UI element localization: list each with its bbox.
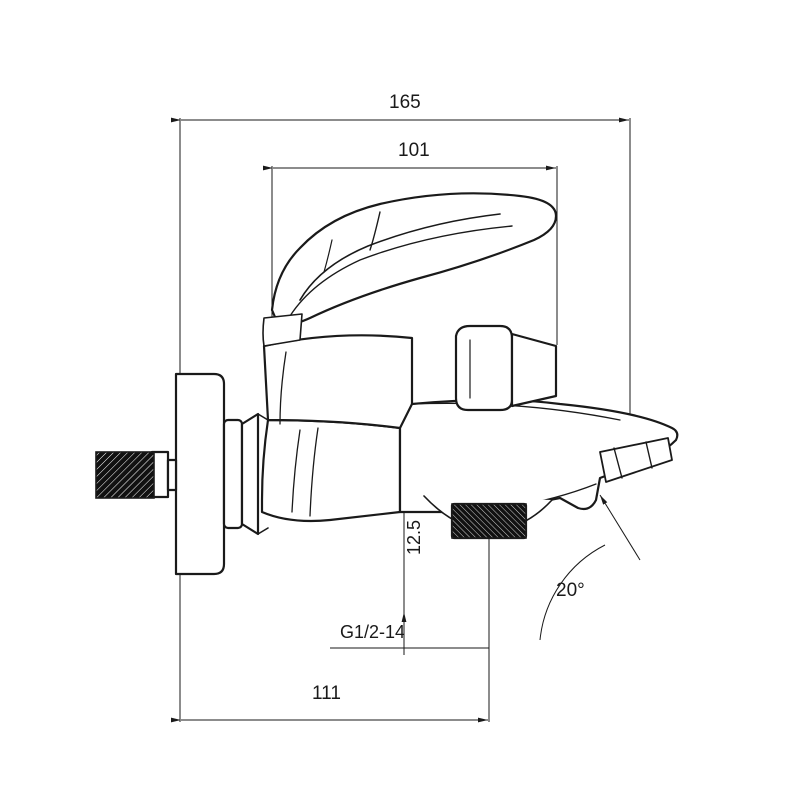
mixer-body — [260, 418, 402, 523]
stem-shoulder — [166, 458, 178, 492]
escutcheon-collar — [222, 418, 244, 530]
dim-165-label: 165 — [389, 92, 421, 113]
diverter-shroud — [510, 332, 558, 408]
dim-angle-leader — [599, 494, 641, 561]
handle-lever-inner2 — [289, 225, 513, 317]
dim-12-5-label: 12.5 — [404, 519, 424, 555]
mixer-body-upper — [262, 334, 414, 430]
aerator-end — [599, 437, 673, 483]
handle-lever — [270, 192, 558, 327]
dim-angle-arc — [539, 544, 606, 641]
spout — [398, 398, 679, 514]
handle-pivot — [262, 313, 303, 347]
wall-escutcheon — [174, 372, 226, 576]
knurling-hatch — [95, 451, 527, 539]
dim-thread-label: G1/2-14 — [340, 622, 406, 642]
handle-lever-inner — [299, 213, 501, 301]
diverter-knob — [454, 324, 514, 412]
dim-angle-label: 20° — [556, 580, 585, 601]
hex-nut — [240, 412, 260, 536]
dim-111-label: 111 — [312, 683, 341, 704]
stem-knurl — [95, 451, 155, 499]
dim-101-label: 101 — [398, 140, 430, 161]
faucet-body-outline — [150, 192, 679, 576]
outlet-thread-knurl — [451, 503, 527, 539]
dimension-lines — [171, 117, 641, 723]
